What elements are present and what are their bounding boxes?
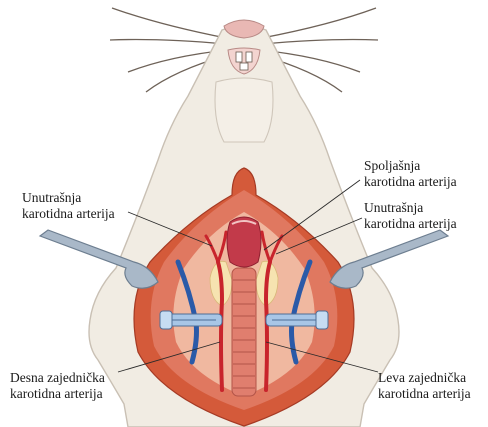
label-line: Desna zajednička	[10, 370, 105, 386]
larynx	[227, 217, 261, 267]
trachea	[232, 268, 256, 396]
left-vascular-clamp	[266, 311, 328, 329]
label-line: Unutrašnja	[22, 190, 115, 206]
lower-incisor	[240, 63, 248, 70]
label-left-common-carotid: Leva zajednička karotidna arterija	[378, 370, 471, 402]
chin-contour	[215, 78, 273, 142]
upper-incisor-left	[236, 52, 242, 62]
label-line: karotidna arterija	[378, 386, 471, 402]
label-right-common-carotid: Desna zajednička karotidna arterija	[10, 370, 105, 402]
label-line: karotidna arterija	[22, 206, 115, 222]
label-line: Spoljašnja	[364, 158, 457, 174]
label-line: Unutrašnja	[364, 200, 457, 216]
upper-incisor-right	[246, 52, 252, 62]
right-vascular-clamp	[160, 311, 222, 329]
label-line: karotidna arterija	[10, 386, 105, 402]
label-left-internal-carotid: Unutrašnja karotidna arterija	[364, 200, 457, 232]
label-right-internal-carotid: Unutrašnja karotidna arterija	[22, 190, 115, 222]
label-line: Leva zajednička	[378, 370, 471, 386]
label-line: karotidna arterija	[364, 216, 457, 232]
label-left-external-carotid: Spoljašnja karotidna arterija	[364, 158, 457, 190]
label-line: karotidna arterija	[364, 174, 457, 190]
